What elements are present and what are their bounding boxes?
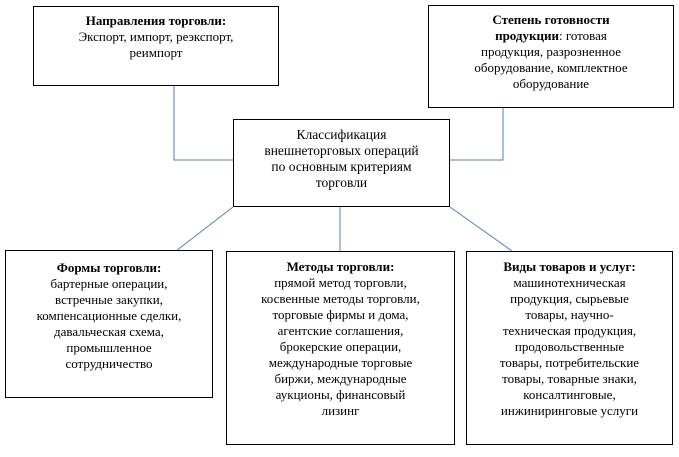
goods-line: техническая продукция, bbox=[502, 323, 637, 338]
methods-line: аукционы, финансовый bbox=[275, 387, 406, 402]
readiness-line: оборудование, комплектное bbox=[474, 60, 628, 75]
methods-line: лизинг bbox=[321, 403, 360, 418]
methods-line: косвенные методы торговли, bbox=[261, 291, 420, 306]
forms-line: бартерные операции, bbox=[50, 276, 168, 291]
directions-line: реимпорт bbox=[129, 45, 183, 60]
goods-line: товары, потребительские bbox=[499, 355, 640, 370]
methods-line: прямой метод торговли, bbox=[274, 275, 407, 290]
methods-line: брокерские операции, bbox=[279, 339, 402, 354]
readiness-line: продукция, разрозненное bbox=[480, 44, 622, 59]
readiness-heading-bold: продукции bbox=[495, 28, 559, 43]
forms-line: давальческая схема, bbox=[54, 324, 164, 339]
methods-line: международные торговые bbox=[268, 355, 413, 370]
goods-line: товары, научно- bbox=[525, 307, 614, 322]
readiness-heading-line2: продукции: готовая bbox=[433, 28, 669, 44]
methods-line: агентские соглашения, bbox=[277, 323, 404, 338]
goods-line: инжиниринговые услуги bbox=[500, 403, 639, 418]
readiness-box: Степень готовности продукции: готовая пр… bbox=[428, 5, 674, 108]
directions-box: Направления торговли: Экспорт, импорт, р… bbox=[33, 6, 279, 86]
goods-line: машинотехническая bbox=[513, 275, 626, 290]
methods-line: биржи, международные bbox=[274, 371, 407, 386]
center-line: Классификация bbox=[296, 127, 387, 142]
goods-line: консалтинговые, bbox=[523, 387, 616, 402]
readiness-line: оборудование bbox=[512, 76, 590, 91]
center-line: внешнеторговых операций bbox=[264, 143, 419, 158]
goods-line: товары, товарные знаки, bbox=[502, 371, 637, 386]
forms-line: сотрудничество bbox=[65, 356, 153, 371]
directions-line: Экспорт, импорт, реэкспорт, bbox=[78, 29, 234, 44]
goods-line: продовольственные bbox=[514, 339, 625, 354]
center-line: торговли bbox=[315, 175, 368, 190]
goods-line: продукция, сырьевые bbox=[510, 291, 629, 306]
goods-heading: Виды товаров и услуг: bbox=[503, 259, 636, 274]
goods-box: Виды товаров и услуг: машинотехническая … bbox=[466, 251, 673, 445]
forms-box: Формы торговли: бартерные операции, встр… bbox=[5, 250, 213, 398]
methods-heading: Методы торговли: bbox=[286, 259, 395, 274]
connector-directions bbox=[173, 86, 233, 161]
readiness-heading: Степень готовности bbox=[492, 12, 610, 27]
readiness-heading-rest: : готовая bbox=[558, 28, 607, 43]
connector-forms bbox=[175, 206, 234, 252]
forms-line: промышленное bbox=[66, 340, 152, 355]
connector-readiness bbox=[450, 108, 504, 161]
directions-heading: Направления торговли: bbox=[85, 13, 227, 28]
forms-line: встречные закупки, bbox=[55, 292, 163, 307]
classification-center-box: Классификация внешнеторговых операций по… bbox=[233, 119, 450, 207]
center-line: по основным критериям bbox=[271, 159, 412, 174]
methods-line: торговые фирмы и дома, bbox=[272, 307, 409, 322]
forms-line: компенсационные сделки, bbox=[36, 308, 182, 323]
connector-goods bbox=[449, 206, 513, 252]
methods-box: Методы торговли: прямой метод торговли, … bbox=[226, 251, 455, 445]
forms-heading: Формы торговли: bbox=[56, 260, 162, 275]
